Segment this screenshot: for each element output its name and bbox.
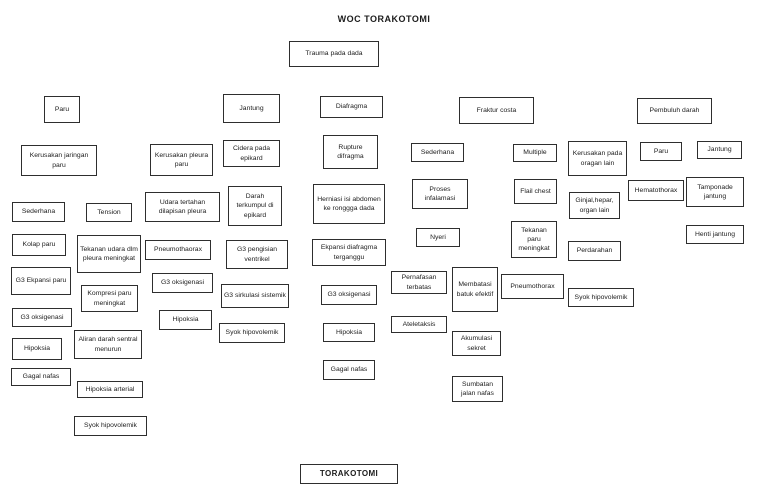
node-hematothorax: Hematothorax xyxy=(628,180,684,201)
node-kerusakan-pleura-paru: Kerusakan pleura paru xyxy=(150,144,213,176)
node-rupture-difragma: Rupture difragma xyxy=(323,135,378,169)
node-membatasi-batuk-efektif: Membatasi batuk efektif xyxy=(452,267,498,312)
node-tension: Tension xyxy=(86,203,132,222)
node-g3-pengisian-ventrikel: G3 pengisian ventrikel xyxy=(226,240,288,269)
node-tamponade-jantung: Tamponade jantung xyxy=(686,177,744,207)
node-tekanan-udara-dlm-pleura: Tekanan udara dlm pleura meningkat xyxy=(77,235,141,273)
node-kompresi-paru-meningkat: Kompresi paru meningkat xyxy=(81,285,138,312)
node-flail-chest: Flail chest xyxy=(514,179,557,204)
node-ateletaksis: Ateletaksis xyxy=(391,316,447,333)
node-pneumothaorax: Pneumothaorax xyxy=(145,240,211,260)
node-syok-hipovolemik-right: Syok hipovolemik xyxy=(568,288,634,307)
node-akumulasi-sekret: Akumulasi sekret xyxy=(452,331,501,356)
node-nyeri: Nyeri xyxy=(416,228,460,247)
node-g3-oksigenasi-left: G3 oksigenasi xyxy=(12,308,72,327)
node-gagal-nafas-left: Gagal nafas xyxy=(11,368,71,386)
node-sederhana-left: Sederhana xyxy=(12,202,65,222)
node-torakotomi: TORAKOTOMI xyxy=(300,464,398,484)
node-multiple: Multiple xyxy=(513,144,557,162)
node-aliran-darah-sentral-menurun: Aliran darah sentral menurun xyxy=(74,330,142,359)
node-pembuluh-darah: Pembuluh darah xyxy=(637,98,712,124)
node-paru-left: Paru xyxy=(44,96,80,123)
node-g3-oksigenasi-mid: G3 oksigenasi xyxy=(321,285,377,305)
node-ginjal-hepar-organ-lain: Ginjal,hepar, organ lain xyxy=(569,192,620,219)
node-tekanan-paru-meningkat: Tekanan paru meningkat xyxy=(511,221,557,258)
node-jantung-col2: Jantung xyxy=(223,94,280,123)
node-g3-oksigenasi-col2: G3 oksigenasi xyxy=(152,273,213,293)
node-hipoksia-mid: Hipoksia xyxy=(323,323,375,342)
node-hipoksia-left: Hipoksia xyxy=(12,338,62,360)
node-syok-hipovolemik-col2: Syok hipovolemik xyxy=(219,323,285,343)
node-henti-jantung: Henti jantung xyxy=(686,225,744,244)
node-jantung-right: Jantung xyxy=(697,141,742,159)
node-kerusakan-pada-oragan-lain: Kerusakan pada oragan lain xyxy=(568,141,627,176)
node-pneumothorax-fraktur: Pneumothorax xyxy=(501,274,564,299)
node-kolap-paru: Kolap paru xyxy=(12,234,66,256)
node-sumbatan-jalan-nafas: Sumbatan jalan nafas xyxy=(452,376,503,402)
node-herniasi-isi-abdomen: Herniasi isi abdomen ke ronggga dada xyxy=(313,184,385,224)
node-diafragma: Diafragma xyxy=(320,96,383,118)
node-fraktur-costa: Fraktur costa xyxy=(459,97,534,124)
node-perdarahan: Perdarahan xyxy=(568,241,621,261)
page-title: WOC TORAKOTOMI xyxy=(337,14,431,24)
node-cidera-pada-epikard: Cidera pada epikard xyxy=(223,140,280,167)
node-gagal-nafas-mid: Gagal nafas xyxy=(323,360,375,380)
node-hipoksia-arterial: Hipoksia arterial xyxy=(77,381,143,398)
node-udara-tertahan-dilapisan-pleura: Udara tertahan dilapisan pleura xyxy=(145,192,220,222)
node-pernafasan-terbatas: Pernafasan terbatas xyxy=(391,271,447,294)
node-darah-terkumpul-di-epikard: Darah terkumpul di epikard xyxy=(228,186,282,226)
node-sederhana-fraktur: Sederhana xyxy=(411,143,464,162)
node-trauma-pada-dada: Trauma pada dada xyxy=(289,41,379,67)
node-proses-infalamasi: Proses infalamasi xyxy=(412,179,468,209)
node-g3-sirkulasi-sistemik: G3 sirkulasi sistemik xyxy=(221,284,289,308)
node-syok-hipovolemik-left: Syok hipovolemik xyxy=(74,416,147,436)
node-hipoksia-col2: Hipoksia xyxy=(159,310,212,330)
node-ekpansi-diafragma-terganggu: Ekpansi diafragma terganggu xyxy=(312,239,386,266)
node-paru-right: Paru xyxy=(640,142,682,161)
node-g3-ekpansi-paru: G3 Ekpansi paru xyxy=(11,267,71,295)
node-kerusakan-jaringan-paru: Kerusakan jaringan paru xyxy=(21,145,97,176)
